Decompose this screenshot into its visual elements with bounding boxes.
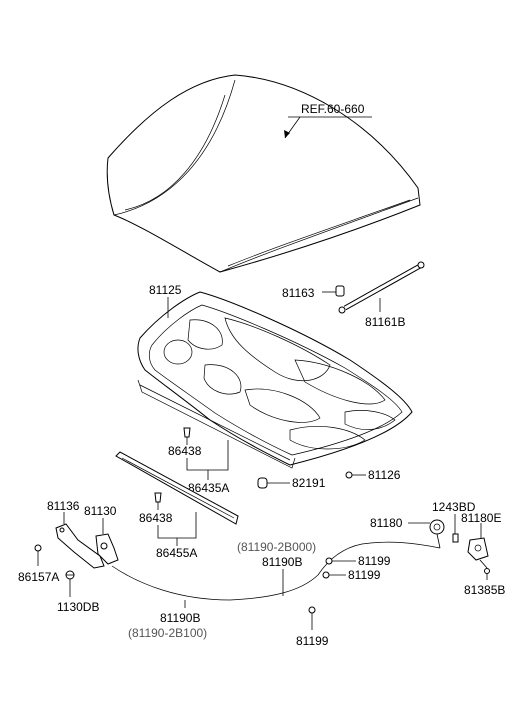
label-81385B: 81385B [464,583,505,597]
label-86438-top: 86438 [168,444,202,458]
label-ref: REF.60-660 [301,102,365,116]
latch-81130 [95,533,119,565]
label-81125: 81125 [149,283,182,297]
label-86438-bottom: 86438 [139,511,173,525]
label-81130: 81130 [84,504,117,518]
ref-arrowhead [284,130,290,138]
label-1130DB: 1130DB [57,600,99,614]
label-81190B-bottom: 81190B [160,611,200,625]
label-81180E: 81180E [461,511,501,525]
label-81136: 81136 [47,499,80,513]
label-86435A: 86435A [188,481,229,495]
clip-81126 [345,471,353,479]
clip-86438-top [183,427,191,438]
label-82191: 82191 [292,476,326,490]
label-86455A: 86455A [156,546,197,560]
latch-bracket-81136 [55,523,105,569]
handle-to-screw [479,559,488,569]
label-81199-c: 81199 [296,634,329,648]
label-81163: 81163 [282,286,315,300]
bumper-82191 [257,477,268,489]
bracket-86435A [186,440,229,471]
label-1243BD: 1243BD [432,500,476,514]
label-86157A: 86157A [18,570,59,584]
screw-81385B [484,568,490,574]
clip-81199-b [322,571,330,579]
bolt-1243BD [452,533,459,543]
label-81190B-top: 81190B [262,555,302,569]
hood-inner-panel [137,291,413,469]
clip-81199-a [325,557,333,565]
label-81161B: 81161B [365,315,405,329]
label-81126: 81126 [368,468,401,482]
hood-panel [106,74,421,273]
label-81190B-top-alt: (81190-2B000) [237,540,316,554]
release-handle-81180 [429,519,445,549]
clip-81199-c [308,606,316,614]
clip-86438-bottom [154,492,162,503]
label-81180: 81180 [370,516,403,530]
label-81199-a: 81199 [358,554,391,568]
strut-bolt-81163 [322,285,345,297]
label-81190B-bottom-alt: (81190-2B100) [128,626,207,640]
handle-81180E [467,537,489,561]
label-81199-b: 81199 [348,568,381,582]
bolt-1130DB [65,570,75,580]
hood-lift-strut [338,261,425,314]
release-cable-81190B [111,565,319,601]
weatherstrip-86455A [115,451,239,525]
grommet-86157A [34,544,42,552]
